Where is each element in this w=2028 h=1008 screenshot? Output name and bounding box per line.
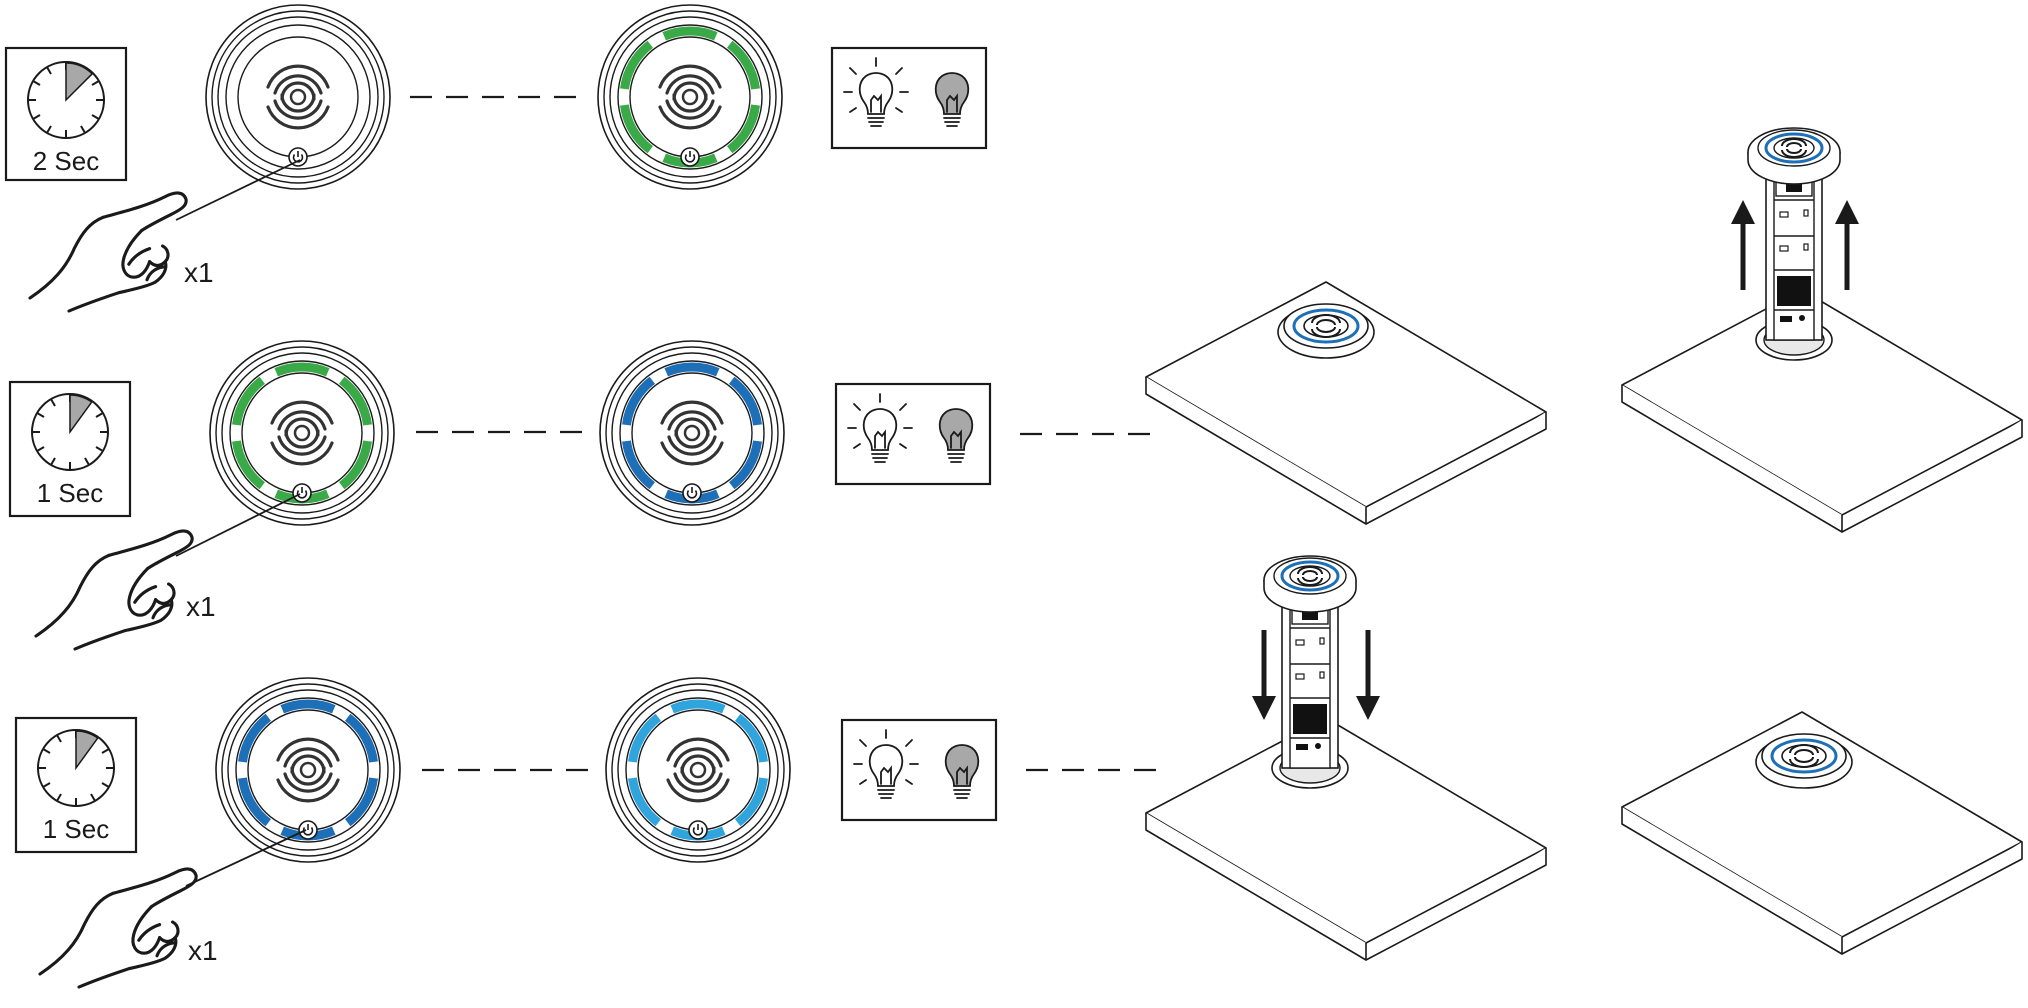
desk-extended-top [1621, 126, 2023, 533]
led-ring-segment [620, 104, 654, 154]
hand-press-icon [34, 529, 194, 651]
pointer-line [175, 493, 301, 557]
press-count: x1 [186, 591, 216, 622]
charger-after [605, 677, 791, 863]
desk-retracted-bottom [1621, 711, 2023, 955]
arrow-up-icon [1731, 200, 1755, 290]
led-ring-segment [664, 362, 720, 377]
led-ring-segment [274, 362, 330, 377]
led-ring-segment [628, 777, 662, 827]
led-ring-segment [238, 713, 272, 763]
timer-label: 1 Sec [37, 478, 104, 508]
desk-extended-lowering [1145, 554, 1547, 961]
power-icon[interactable] [682, 483, 702, 503]
led-ring-segment [232, 376, 266, 426]
power-icon[interactable] [688, 820, 708, 840]
wireless-charger-icon [1276, 302, 1376, 360]
hand-press-icon [38, 867, 198, 989]
led-ring-segment [726, 104, 760, 154]
led-ring-segment [670, 699, 726, 714]
charger-after [599, 340, 785, 526]
press-count: x1 [184, 257, 214, 288]
arrow-down-icon [1252, 630, 1276, 720]
led-ring-segment [726, 40, 760, 90]
step-1: 2 Sec x1 [4, 4, 988, 313]
charger-before [209, 340, 395, 526]
led-ring-segment [734, 713, 768, 763]
pointer-line [175, 159, 301, 221]
light-indicator [840, 718, 998, 822]
step-2: 1 Sec x1 [8, 340, 1150, 651]
led-ring-segment [280, 699, 336, 714]
clock-icon [31, 393, 109, 471]
pointer-line [185, 829, 307, 887]
charger-before [215, 677, 401, 863]
power-icon[interactable] [292, 483, 312, 503]
clock-icon [37, 729, 115, 807]
press-count: x1 [188, 935, 218, 966]
led-ring-segment [734, 777, 768, 827]
arrow-down-icon [1356, 630, 1380, 720]
led-ring-segment [344, 713, 378, 763]
led-ring-segment [238, 777, 272, 827]
timer-box: 1 Sec [8, 380, 132, 518]
wireless-charger-icon [1754, 732, 1854, 790]
led-ring-segment [338, 440, 372, 490]
led-ring-segment [620, 40, 654, 90]
power-icon[interactable] [298, 820, 318, 840]
clock-icon [27, 61, 105, 139]
led-ring-segment [662, 26, 718, 41]
desk-retracted-top [1145, 281, 1547, 525]
power-icon[interactable] [680, 147, 700, 167]
led-ring-segment [338, 376, 372, 426]
led-ring-segment [344, 777, 378, 827]
step-3: 1 Sec x1 [14, 677, 1156, 989]
led-ring-segment [622, 376, 656, 426]
arrow-up-icon [1835, 200, 1859, 290]
charger-after [597, 4, 783, 190]
led-ring-segment [232, 440, 266, 490]
timer-box: 1 Sec [14, 716, 138, 854]
timer-box: 2 Sec [4, 46, 128, 182]
timer-label: 2 Sec [33, 146, 100, 176]
light-indicator [830, 46, 988, 150]
led-ring-segment [728, 440, 762, 490]
hand-press-icon [28, 191, 188, 313]
led-ring-segment [622, 440, 656, 490]
timer-label: 1 Sec [43, 814, 110, 844]
led-ring-segment [628, 713, 662, 763]
light-indicator [834, 382, 992, 486]
led-ring-segment [728, 376, 762, 426]
